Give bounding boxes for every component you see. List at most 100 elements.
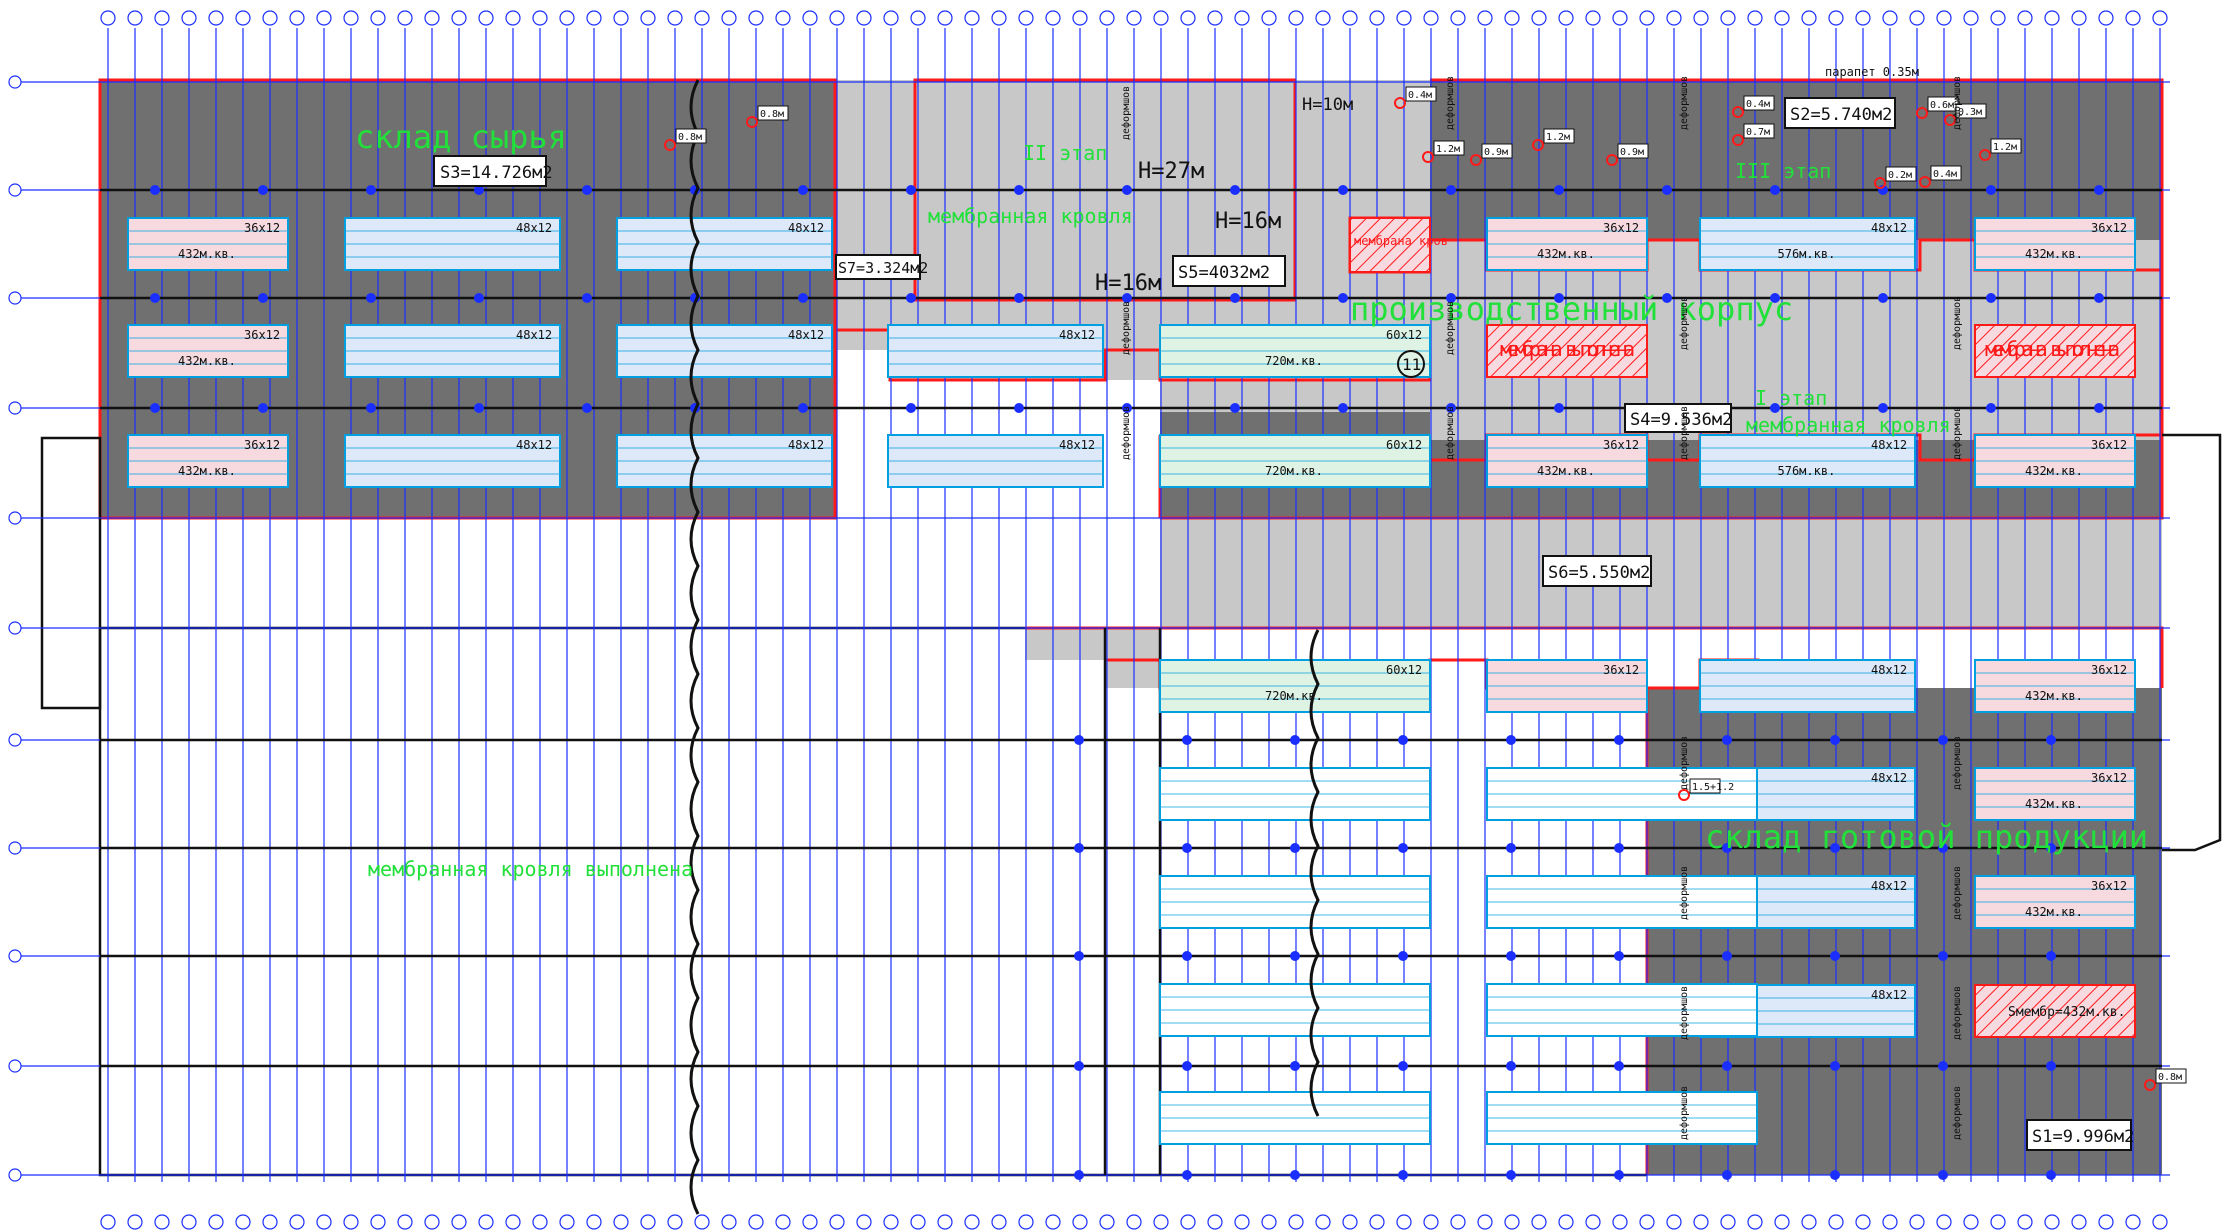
axis-bubble bbox=[8, 621, 22, 635]
column-dot bbox=[1614, 951, 1624, 961]
axis-bubble bbox=[1450, 10, 1466, 26]
column-dot bbox=[1074, 735, 1084, 745]
axis-bubble bbox=[343, 10, 359, 26]
axis-bubble bbox=[1342, 1214, 1358, 1230]
column-dot bbox=[1938, 1170, 1948, 1180]
column-dot bbox=[258, 403, 268, 413]
roof-drain: 0.2м bbox=[1874, 166, 1917, 189]
axis-bubble bbox=[235, 1214, 251, 1230]
axis-bubble bbox=[2098, 10, 2114, 26]
axis-bubble bbox=[613, 10, 629, 26]
axis-bubble bbox=[1126, 10, 1142, 26]
column-dot bbox=[1506, 1170, 1516, 1180]
column-dot bbox=[1338, 293, 1348, 303]
expansion-joint-label: деформшов bbox=[1120, 301, 1132, 355]
column-dot bbox=[1554, 293, 1564, 303]
axis-bubble bbox=[1855, 10, 1871, 26]
axis-bubble bbox=[8, 1059, 22, 1073]
expansion-joint-label: деформшов bbox=[1678, 406, 1690, 460]
skylight-size: 48x12 bbox=[788, 221, 824, 235]
axis-bubble bbox=[1612, 10, 1628, 26]
skylight-area: 432м.кв. bbox=[1537, 247, 1595, 261]
column-dot bbox=[1398, 1061, 1408, 1071]
column-dot bbox=[1446, 293, 1456, 303]
axis-bubble bbox=[1801, 1214, 1817, 1230]
column-dot bbox=[1074, 843, 1084, 853]
column-dot bbox=[906, 185, 916, 195]
column-dot bbox=[1398, 735, 1408, 745]
drain-marker bbox=[664, 139, 676, 151]
axis-bubble bbox=[1288, 10, 1304, 26]
axis-bubble bbox=[667, 10, 683, 26]
axis-bubble bbox=[1747, 10, 1763, 26]
column-dot bbox=[1182, 843, 1192, 853]
drain-label: 1.2м bbox=[1436, 144, 1460, 155]
axis-bubble bbox=[721, 10, 737, 26]
column-dot bbox=[1830, 1170, 1840, 1180]
drain-label: 0.8м bbox=[2158, 1072, 2182, 1083]
skylight-size: 48x12 bbox=[1871, 221, 1907, 235]
axis-bubble bbox=[1018, 1214, 1034, 1230]
column-dot bbox=[1398, 1170, 1408, 1180]
axis-bubble bbox=[127, 10, 143, 26]
axis-bubble bbox=[478, 1214, 494, 1230]
drain-label-box bbox=[1930, 165, 1962, 181]
axis-bubble bbox=[1207, 10, 1223, 26]
column-dot bbox=[1986, 293, 1996, 303]
roof-drain: 1.5+1.2 bbox=[1678, 778, 1734, 801]
expansion-joint-label: деформшов bbox=[1678, 76, 1690, 130]
column-dot bbox=[150, 293, 160, 303]
column-dot bbox=[798, 403, 808, 413]
axis-bubble bbox=[370, 1214, 386, 1230]
axis-bubble bbox=[1207, 1214, 1223, 1230]
column-dot bbox=[798, 293, 808, 303]
axis-bubble bbox=[2017, 1214, 2033, 1230]
axis-bubble bbox=[640, 10, 656, 26]
drain-marker bbox=[1874, 177, 1886, 189]
axis-bubble bbox=[1855, 1214, 1871, 1230]
skylight-size: 36x12 bbox=[244, 221, 280, 235]
skylight: 48x12 bbox=[616, 434, 833, 488]
axis-bubble bbox=[8, 511, 22, 525]
axis-bubble bbox=[1774, 1214, 1790, 1230]
drain-marker bbox=[746, 116, 758, 128]
area-s5: S5=4032м2 bbox=[1178, 263, 1270, 283]
membrane-repair-label: мембрана кров bbox=[1354, 234, 1448, 248]
column-dot bbox=[1986, 403, 1996, 413]
zone-raw-warehouse: склад сырья bbox=[355, 118, 567, 156]
column-dot bbox=[1722, 1170, 1732, 1180]
axis-bubble bbox=[1990, 1214, 2006, 1230]
axis-bubble bbox=[100, 10, 116, 26]
drain-marker bbox=[1916, 107, 1928, 119]
skylight-size: 36x12 bbox=[244, 438, 280, 452]
expansion-joint-label: деформшов bbox=[1678, 736, 1690, 790]
axis-bubble bbox=[154, 10, 170, 26]
drain-label: 0.4м bbox=[1933, 169, 1957, 180]
axis-bubble bbox=[640, 1214, 656, 1230]
axis-bubble bbox=[802, 1214, 818, 1230]
axis-bubble bbox=[883, 1214, 899, 1230]
column-dot bbox=[1338, 403, 1348, 413]
axis-bubble bbox=[1909, 10, 1925, 26]
drain-label: 1.2м bbox=[1546, 132, 1570, 143]
column-dot bbox=[1074, 1170, 1084, 1180]
roof-drain: 0.3м bbox=[1944, 103, 1987, 126]
axis-bubble bbox=[775, 10, 791, 26]
column-dot bbox=[1446, 403, 1456, 413]
axis-bubble bbox=[964, 1214, 980, 1230]
column-dot bbox=[2094, 293, 2104, 303]
axis-bubble bbox=[1153, 10, 1169, 26]
axis-bubble bbox=[1477, 1214, 1493, 1230]
column-dot bbox=[1554, 403, 1564, 413]
skylight-size: 48x12 bbox=[516, 221, 552, 235]
column-dot bbox=[2094, 185, 2104, 195]
column-dot bbox=[1938, 1061, 1948, 1071]
axis-bubble bbox=[1045, 1214, 1061, 1230]
axis-bubble bbox=[1585, 1214, 1601, 1230]
axis-bubble bbox=[586, 10, 602, 26]
